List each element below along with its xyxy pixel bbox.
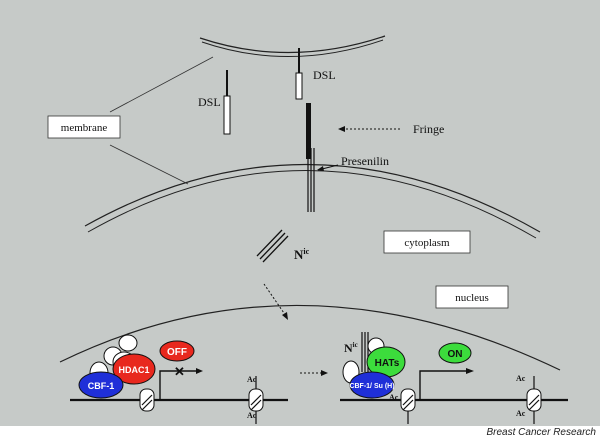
- presenilin-arrowhead: [317, 166, 324, 171]
- transcription-start-arrowhead-off: [196, 368, 203, 374]
- nucleosome-on-1: [400, 388, 416, 424]
- on-state-badge: [438, 342, 472, 364]
- dsl-left-label: DSL: [198, 95, 221, 109]
- nic-bound-label: Nic: [344, 341, 358, 355]
- translocation-arrow: [263, 283, 287, 317]
- translocation-arrowhead: [282, 312, 288, 320]
- nucleus-label: nucleus: [455, 292, 489, 304]
- journal-credit: Breast Cancer Research: [486, 427, 597, 438]
- off-state-badge: [159, 340, 195, 362]
- hdac1-label: HDAC1: [118, 365, 149, 375]
- transcription-start-arrowhead-on: [466, 368, 474, 374]
- ac-mark-on-right-bottom: Ac: [516, 409, 526, 418]
- cytoplasm-label: cytoplasm: [404, 237, 450, 249]
- nucleosome-off-1: [139, 388, 155, 412]
- cytoplasm-box: [383, 230, 471, 254]
- presenilin-label: Presenilin: [341, 154, 389, 168]
- signaling-cell-membrane: [199, 35, 386, 54]
- repressed-x-mark: ✕: [174, 364, 185, 379]
- cbf1-suh-label: CBF-1/ Su (H): [349, 383, 394, 390]
- transcription-start-arrow-on: [419, 370, 467, 400]
- cbf1-off-label: CBF-1: [88, 381, 115, 391]
- off-state-label: OFF: [167, 347, 187, 358]
- hdac1-protein: [112, 353, 156, 385]
- cbf1-protein-off: [78, 371, 124, 399]
- ac-mark-on-left: Ac: [389, 393, 399, 402]
- ac-mark-off-top: Ac: [247, 375, 257, 384]
- nic-label: Nic: [294, 247, 310, 262]
- nuclear-envelope: [59, 304, 561, 371]
- ac-mark-on-right-top: Ac: [516, 374, 526, 383]
- nucleosome-on-2: [526, 376, 542, 424]
- activation-transition-arrowhead: [321, 370, 328, 376]
- notch-receptor: [306, 103, 315, 212]
- signaling-cell-membrane-inner: [201, 39, 384, 57]
- dsl-ligand-left: [223, 70, 231, 135]
- notch-intracellular-fragment: [256, 229, 289, 263]
- nucleus-box: [435, 285, 509, 309]
- ac-mark-off-bottom: Ac: [247, 411, 257, 420]
- dsl-ligand-right: [295, 48, 303, 100]
- membrane-box: [47, 115, 121, 139]
- cbf1-suh-protein-on: [349, 371, 395, 399]
- membrane-pointer-bottom: [109, 144, 189, 185]
- transcription-start-arrow-off: [159, 370, 197, 400]
- fringe-arrowhead: [338, 126, 345, 132]
- nucleosome-off-2: [248, 376, 264, 424]
- membrane-pointer-top: [109, 56, 214, 113]
- fringe-label: Fringe: [413, 122, 444, 136]
- dsl-right-label: DSL: [313, 68, 336, 82]
- corepressor-oval-3: [118, 334, 138, 352]
- on-state-label: ON: [448, 349, 463, 360]
- membrane-label: membrane: [61, 122, 108, 134]
- hats-label: HATs: [375, 358, 400, 369]
